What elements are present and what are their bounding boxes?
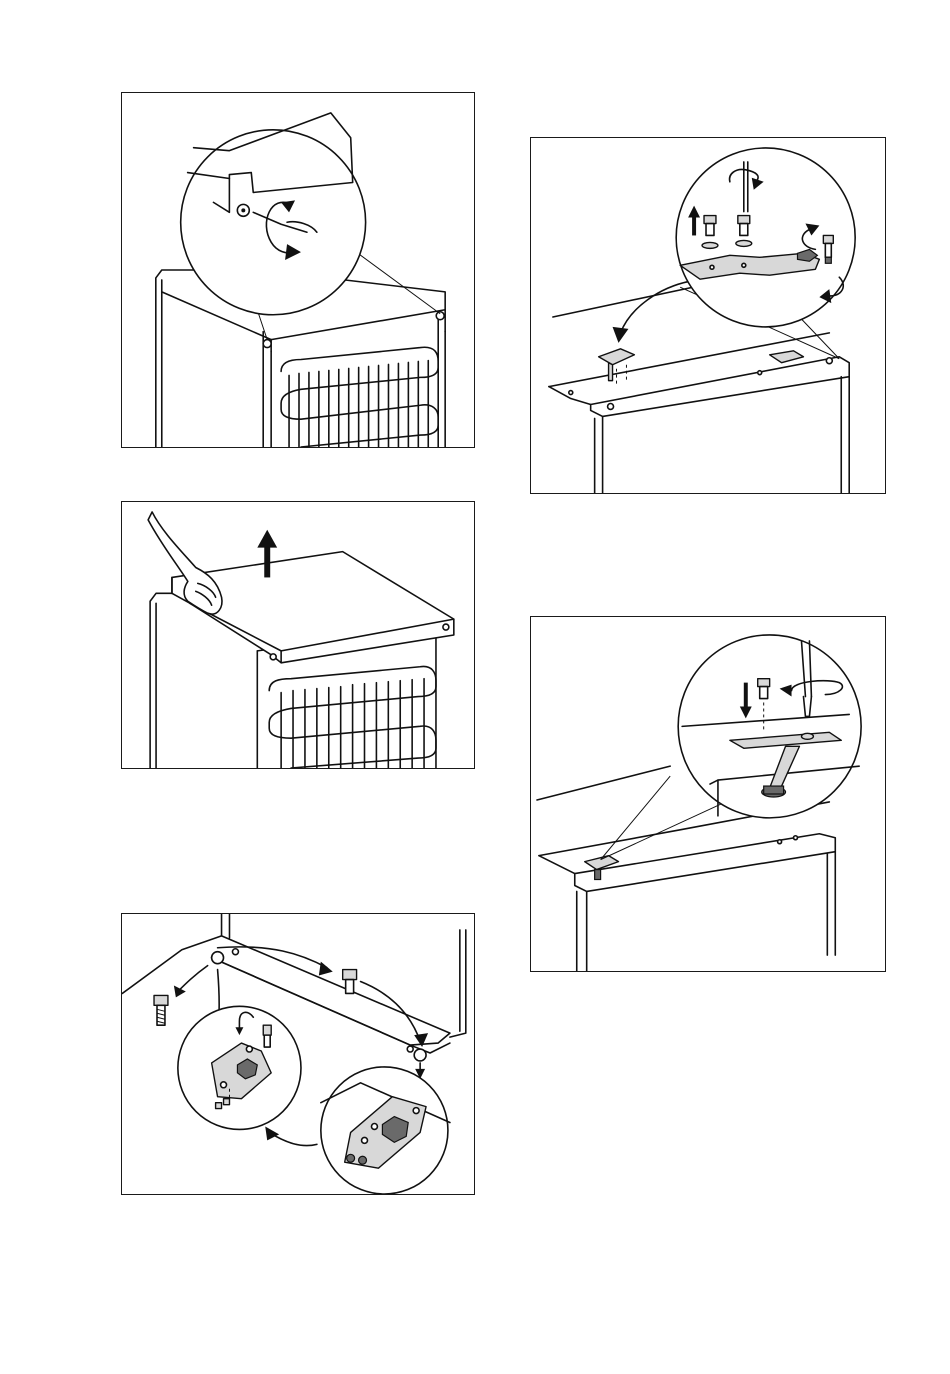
illustration-lift-cover [122,502,474,768]
illustration-top-hinge [531,138,885,493]
illustration-remove-screws [122,93,474,447]
figure-install-top-hinge [530,616,886,972]
curved-arrow-icon [620,281,690,333]
hinge-icon [599,349,635,387]
figure-remove-cover-screws [121,92,475,448]
condenser-coil [281,347,438,447]
bolt-icon [154,995,168,1025]
condenser-coil [269,666,436,768]
figure-swap-bottom-hinge [121,913,475,1195]
down-arrow-icon [744,683,748,711]
illustration-install-hinge [531,617,885,971]
curved-arrow-icon [361,982,421,1042]
figure-remove-top-hinge [530,137,886,494]
figure-lift-top-cover [121,501,475,769]
screw-icon [343,970,357,994]
detail-magnifier [181,130,366,315]
hand-icon [148,512,222,614]
illustration-bottom-hinge [122,914,474,1194]
